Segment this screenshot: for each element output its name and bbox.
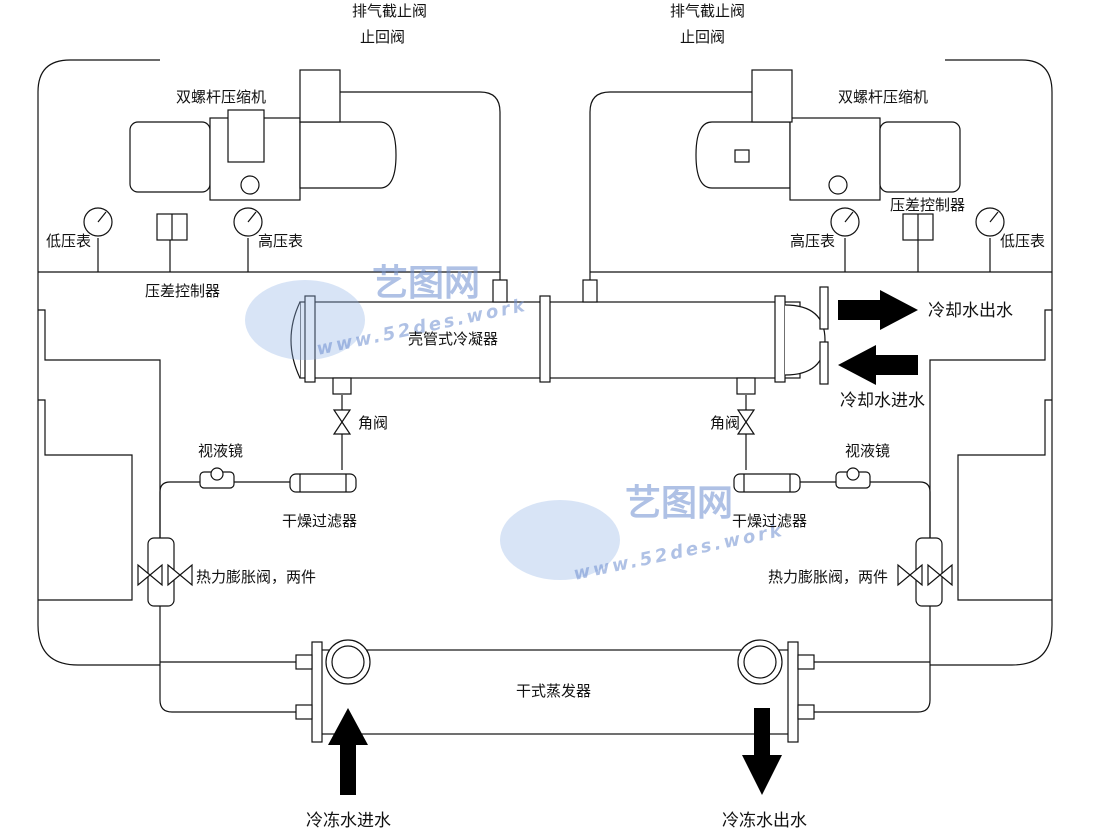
compressor-right <box>695 69 961 201</box>
labels: 排气截止阀 止回阀 排气截止阀 止回阀 双螺杆压缩机 双螺杆压缩机 低压表 高压… <box>46 2 1045 831</box>
chilled-water-out-label: 冷冻水出水 <box>722 811 807 831</box>
dryer-filter-right-label: 干燥过滤器 <box>732 512 807 530</box>
expansion-valve-left <box>137 537 193 607</box>
low-gauge-left-label: 低压表 <box>46 232 91 250</box>
dry-evaporator <box>295 639 815 743</box>
compressor-left <box>129 69 397 201</box>
check-valve-left-label: 止回阀 <box>360 28 405 46</box>
expansion-valve-right <box>897 537 953 607</box>
compressor-right-label: 双螺杆压缩机 <box>838 88 928 106</box>
sight-glass-right <box>835 467 871 489</box>
watermark-bottom: 艺图网 www.52des.work <box>500 483 786 585</box>
cooling-water-out-label: 冷却水出水 <box>928 301 1013 321</box>
flow-arrows <box>328 290 918 795</box>
high-gauge-right-label: 高压表 <box>790 232 835 250</box>
shell-tube-condenser <box>290 279 829 395</box>
angle-valve-right-label: 角阀 <box>710 414 740 432</box>
dryer-filter-left-label: 干燥过滤器 <box>282 512 357 530</box>
sight-glass-left-label: 视液镜 <box>198 442 243 460</box>
expansion-valve-left-label: 热力膨胀阀，两件 <box>196 568 316 586</box>
diff-pressure-right-label: 压差控制器 <box>890 196 965 214</box>
cooling-water-in-label: 冷却水进水 <box>840 391 925 411</box>
angle-valve-right <box>736 409 756 435</box>
angle-valve-left-label: 角阀 <box>358 414 388 432</box>
condenser-label: 壳管式冷凝器 <box>408 330 498 348</box>
angle-valve-left <box>332 409 352 435</box>
discharge-stop-valve-right-label: 排气截止阀 <box>670 2 745 20</box>
compressor-left-label: 双螺杆压缩机 <box>176 88 266 106</box>
diff-pressure-left-label: 压差控制器 <box>145 282 220 300</box>
chilled-water-in-arrow <box>328 708 368 795</box>
cooling-water-out-arrow <box>838 290 918 330</box>
check-valve-right-label: 止回阀 <box>680 28 725 46</box>
sight-glass-left <box>199 467 235 489</box>
watermark-brand-top: 艺图网 <box>372 263 480 304</box>
chilled-water-in-label: 冷冻水进水 <box>306 811 391 831</box>
gauges <box>83 207 1005 241</box>
high-gauge-left-label: 高压表 <box>258 232 303 250</box>
sight-glass-right-label: 视液镜 <box>845 442 890 460</box>
discharge-stop-valve-left-label: 排气截止阀 <box>352 2 427 20</box>
chilled-water-out-arrow <box>742 708 782 795</box>
dryer-filter-right <box>733 473 801 493</box>
watermark-brand-bottom: 艺图网 <box>625 483 733 524</box>
evaporator-label: 干式蒸发器 <box>516 682 591 700</box>
expansion-valve-right-label: 热力膨胀阀，两件 <box>768 568 888 586</box>
cooling-water-in-arrow <box>838 345 918 385</box>
dryer-filter-left <box>289 473 357 493</box>
low-gauge-right-label: 低压表 <box>1000 232 1045 250</box>
